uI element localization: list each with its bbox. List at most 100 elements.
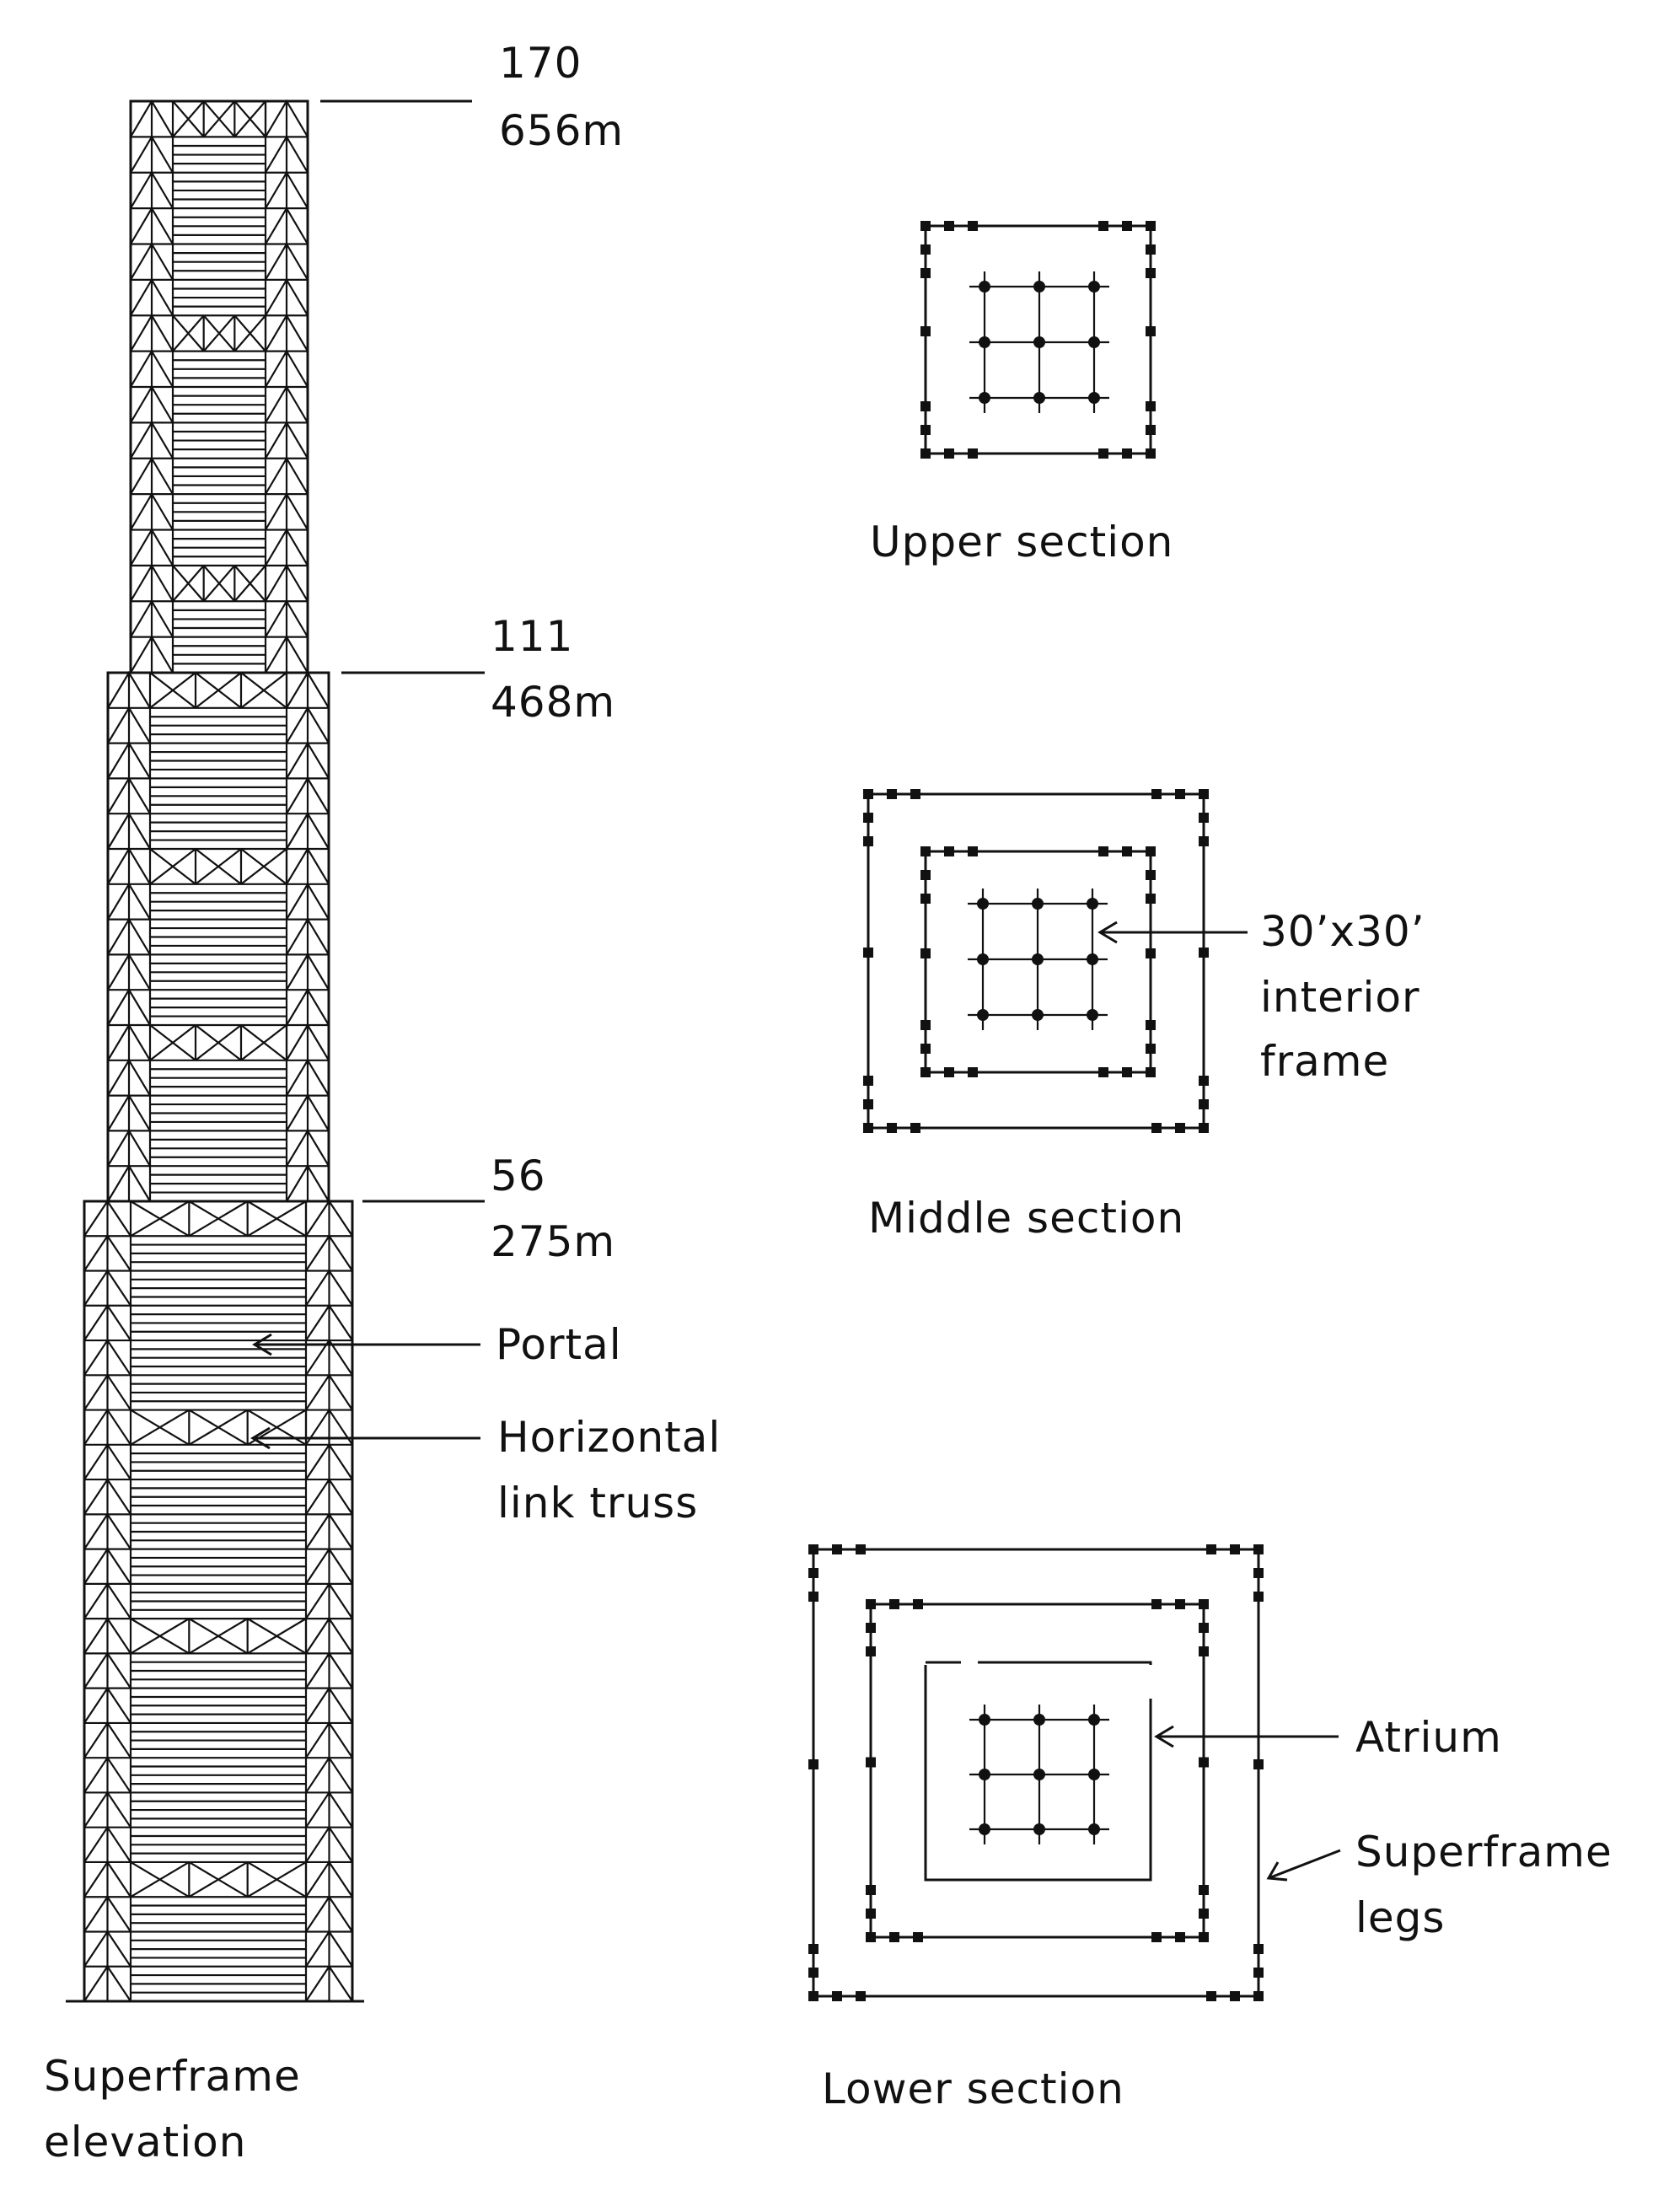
superframe-leg-marker [913, 1932, 923, 1942]
left-leg-brace [130, 242, 174, 281]
superframe-leg-marker [1151, 1123, 1162, 1133]
superframe-leg-marker [1098, 221, 1108, 231]
superframe-leg-marker [887, 789, 897, 799]
superframe-leg-marker [863, 1099, 873, 1109]
left-leg-brace [83, 1373, 131, 1411]
left-leg-brace [83, 1442, 131, 1480]
superframe-leg-marker [832, 1544, 842, 1554]
left-leg-brace [83, 1895, 131, 1933]
superframe-leg-marker [1230, 1544, 1240, 1554]
left-leg-brace [130, 421, 174, 459]
superframe-leg-marker [944, 846, 954, 856]
superframe-leg-marker [1098, 1067, 1108, 1077]
atrium-arrow [1154, 1725, 1339, 1748]
right-leg-brace [305, 1547, 353, 1585]
right-leg-brace [305, 1791, 353, 1828]
superframe-leg-marker [863, 948, 873, 958]
superframe-leg-marker [866, 1599, 876, 1609]
link-truss-bay [188, 1618, 249, 1655]
left-leg-brace [130, 99, 174, 137]
superframe-leg-marker [1175, 1123, 1185, 1133]
left-leg-brace [83, 1721, 131, 1758]
left-leg-brace [130, 563, 174, 602]
superframe-leg-marker [920, 326, 931, 336]
superframe-leg-marker [1146, 846, 1156, 856]
superframe-leg-marker [1199, 1932, 1209, 1942]
link-truss-bay [130, 1409, 191, 1446]
interior-column-node [1087, 953, 1098, 965]
right-leg-brace [286, 988, 330, 1026]
interior-column-node [1088, 336, 1100, 348]
superframe-leg-marker [808, 1544, 818, 1554]
interior-frame-label-line2: interior [1260, 973, 1420, 1022]
superframe-leg-marker [808, 1759, 818, 1769]
superframe-leg-marker [866, 1757, 876, 1768]
superframe-leg-marker [1199, 1599, 1209, 1609]
superframe-leg-marker [1199, 1099, 1209, 1109]
superframe-leg-marker [920, 448, 931, 459]
superframe-leg-marker [808, 1968, 818, 1978]
superframe-leg-marker [920, 244, 931, 255]
right-leg-brace [286, 953, 330, 991]
left-leg-brace [130, 314, 174, 352]
right-leg-brace [286, 706, 330, 744]
left-leg-brace [83, 1791, 131, 1828]
right-leg-brace [305, 1234, 353, 1272]
right-leg-brace [265, 635, 309, 674]
interior-column-node [977, 953, 989, 965]
interior-column-node [1032, 1009, 1044, 1021]
right-leg-brace [305, 1825, 353, 1863]
superframe-leg-marker [1098, 448, 1108, 459]
superframe-leg-marker [1253, 1592, 1264, 1602]
upper-section-interior-frame [969, 271, 1109, 413]
left-leg-brace [107, 882, 151, 921]
right-leg-brace [265, 456, 309, 495]
right-leg-brace [265, 349, 309, 388]
lower-section-outer-ring [808, 1544, 1264, 2001]
superframe-leg-marker [1175, 1932, 1185, 1942]
atrium-outline [924, 1661, 1152, 1882]
plan-sections [808, 221, 1264, 2001]
lower-section-middle-ring-outline [869, 1603, 1205, 1939]
left-leg-brace [130, 599, 174, 638]
right-leg-brace [265, 206, 309, 245]
middle-section-inner-ring [920, 846, 1156, 1077]
left-leg-brace [107, 988, 151, 1026]
level-170-floor: 170 [499, 39, 582, 88]
interior-column-node [1033, 392, 1045, 404]
middle-section-inner-ring-outline [924, 850, 1152, 1074]
right-leg-brace [305, 1964, 353, 2002]
superframe-leg-marker [1151, 789, 1162, 799]
right-leg-brace [265, 170, 309, 209]
link-truss-bay [240, 848, 288, 885]
lower-section-outer-ring-outline [812, 1548, 1260, 1998]
right-leg-brace [305, 1339, 353, 1376]
left-leg-brace [130, 170, 174, 209]
superframe-leg-marker [1206, 1991, 1216, 2001]
middle-section-outer-ring [863, 789, 1209, 1133]
right-leg-brace [305, 1721, 353, 1758]
right-leg-brace [305, 1200, 353, 1237]
interior-column-node [1088, 1823, 1100, 1835]
superframe-leg-marker [944, 1067, 954, 1077]
superframe-leg-marker [1146, 268, 1156, 278]
right-leg-brace [305, 1756, 353, 1794]
left-leg-brace [83, 1964, 131, 2002]
left-leg-brace [107, 917, 151, 955]
superframe-leg-marker [1230, 1991, 1240, 2001]
superframe-leg-marker [1175, 1599, 1185, 1609]
superframe-leg-marker [920, 948, 931, 958]
superframe-leg-marker [866, 1623, 876, 1633]
right-leg-brace [286, 1129, 330, 1167]
elevation-caption-line2: elevation [44, 2118, 246, 2166]
interior-column-node [977, 898, 989, 910]
superframe-leg-marker [889, 1932, 899, 1942]
left-leg-brace [83, 1234, 131, 1272]
interior-column-node [1033, 336, 1045, 348]
interior-frame-label-line3: frame [1260, 1037, 1389, 1086]
link-truss-bay [195, 848, 243, 885]
superframe-leg-marker [1122, 1067, 1132, 1077]
interior-column-node [979, 336, 990, 348]
link-truss-bay [188, 1409, 249, 1446]
link-truss-bay [240, 1024, 288, 1061]
